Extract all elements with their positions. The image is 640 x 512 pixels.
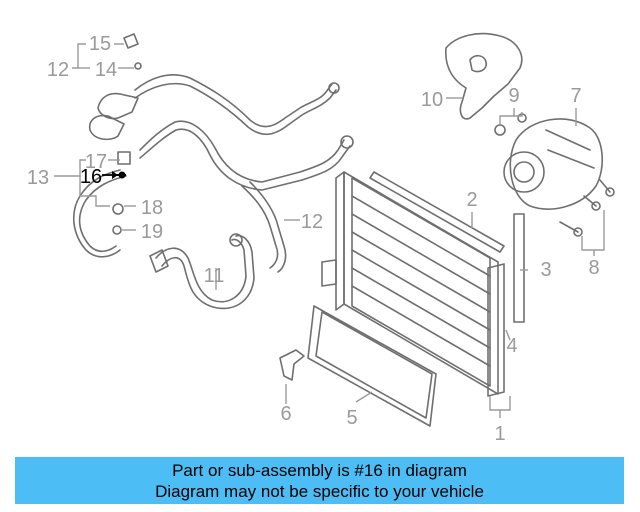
callout-1[interactable]: 1 (494, 423, 505, 445)
compressor-bracket-10 (445, 32, 523, 120)
parts-diagram: 1 2 3 4 5 6 7 8 9 10 11 12 12 13 14 15 1… (27, 32, 615, 445)
hose-12-lower (241, 181, 287, 273)
hose-11 (149, 233, 255, 310)
callout-5[interactable]: 5 (346, 407, 357, 429)
seal-strip-2 (369, 171, 505, 253)
part-16-clip (118, 171, 126, 179)
upper-ac-hose (88, 74, 340, 141)
callout-8[interactable]: 8 (588, 257, 599, 279)
callout-17[interactable]: 17 (85, 151, 107, 173)
callout-2[interactable]: 2 (466, 189, 477, 211)
banner-line-disclaimer: Diagram may not be specific to your vehi… (155, 482, 484, 501)
lower-left-hose (73, 169, 127, 258)
callout-18[interactable]: 18 (141, 197, 163, 219)
callout-16-arrowhead (112, 171, 118, 179)
middle-ac-hose (117, 120, 354, 191)
compressor-7 (503, 118, 604, 210)
banner-line-part: Part or sub-assembly is #16 in diagram (172, 461, 467, 480)
cover-panel-5 (307, 305, 437, 427)
callout-12-lower[interactable]: 12 (301, 211, 323, 233)
callout-16[interactable]: 16 (80, 166, 102, 188)
callouts: 1 2 3 4 5 6 7 8 9 10 11 12 12 13 14 15 1… (27, 33, 600, 445)
callout-13[interactable]: 13 (27, 167, 49, 189)
callout-4[interactable]: 4 (506, 335, 517, 357)
info-banner: Part or sub-assembly is #16 in diagram D… (15, 457, 624, 504)
receiver-drier-3 (513, 213, 525, 323)
callout-9[interactable]: 9 (508, 85, 519, 107)
leader-lines (54, 43, 605, 418)
callout-19[interactable]: 19 (141, 221, 163, 243)
condenser (321, 171, 505, 397)
callout-14[interactable]: 14 (95, 59, 117, 81)
callout-6[interactable]: 6 (280, 403, 291, 425)
bracket-6 (279, 349, 305, 381)
bolts-8 (559, 179, 615, 237)
callout-10[interactable]: 10 (421, 89, 443, 111)
callout-12-upper[interactable]: 12 (47, 59, 69, 81)
callout-3[interactable]: 3 (540, 259, 551, 281)
callout-11[interactable]: 11 (204, 265, 225, 287)
callout-7[interactable]: 7 (570, 85, 581, 107)
callout-15[interactable]: 15 (89, 33, 111, 55)
fittings (112, 33, 142, 235)
